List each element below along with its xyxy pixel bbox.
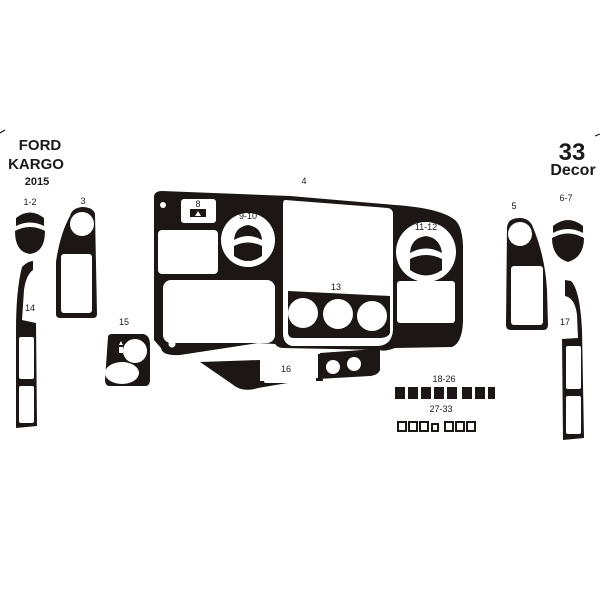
- label-part-11-12: 11-12: [414, 222, 438, 232]
- part-1-2-vent: [15, 212, 45, 254]
- part-15-mirror-switch: [105, 334, 150, 386]
- label-part-4: 4: [301, 176, 307, 186]
- brand-label: FORD: [18, 137, 62, 154]
- part-6-7-vent: [552, 220, 584, 262]
- label-part-6-7: 6-7: [559, 193, 573, 203]
- part-17-right-strip: [562, 280, 584, 440]
- year-label: 2015: [24, 176, 50, 188]
- label-part-9-10: 9-10: [238, 211, 258, 221]
- piece-count: 33: [558, 139, 586, 166]
- part-14-left-strip: [16, 261, 37, 428]
- corner-mark-left: [0, 129, 6, 134]
- label-part-3: 3: [80, 196, 86, 206]
- label-part-8: 8: [195, 199, 201, 209]
- model-label: KARGO: [8, 156, 64, 173]
- piece-type: Decor: [550, 162, 596, 179]
- label-part-1-2: 1-2: [23, 197, 37, 207]
- label-part-5: 5: [511, 201, 517, 211]
- label-part-18-26: 18-26: [432, 374, 456, 384]
- label-part-17: 17: [559, 317, 571, 327]
- corner-mark-right: [594, 133, 600, 137]
- label-part-27-33: 27-33: [429, 404, 453, 414]
- label-part-13: 13: [330, 282, 342, 292]
- label-part-15: 15: [118, 317, 130, 327]
- part-5-door-panel: [506, 218, 548, 330]
- part-16-lower-strip: [200, 349, 380, 390]
- label-part-14: 14: [24, 303, 36, 313]
- part-3-door-panel: [56, 207, 97, 318]
- part-4-main-dashboard: [154, 191, 463, 356]
- part-27-33-button-caps: [397, 421, 476, 432]
- label-part-16: 16: [280, 364, 292, 374]
- part-18-26-squares: [395, 387, 495, 399]
